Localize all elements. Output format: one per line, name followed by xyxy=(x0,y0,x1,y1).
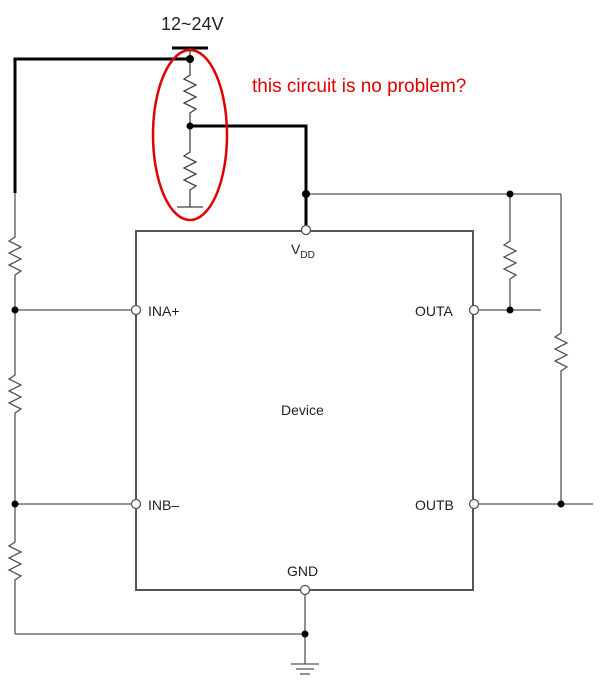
resistor-pullup-b xyxy=(553,326,569,378)
supply-wire-left xyxy=(13,57,190,193)
divider-to-vdd-wire xyxy=(190,124,308,194)
left-divider xyxy=(7,193,305,635)
junction-ina xyxy=(11,306,19,314)
junction-vdd xyxy=(302,190,310,198)
junction-inb xyxy=(11,500,19,508)
supply-voltage-label: 12~24V xyxy=(161,14,224,34)
pin-outa xyxy=(468,304,480,316)
resistor-top xyxy=(182,70,198,126)
outa-pin-label: OUTA xyxy=(415,303,454,319)
junction-outb xyxy=(557,500,565,508)
resistor-pullup-a xyxy=(502,234,518,286)
highlight-ellipse xyxy=(151,48,229,222)
resistor-r2 xyxy=(7,368,23,420)
pin-gnd xyxy=(299,584,311,596)
pin-outb xyxy=(468,498,480,510)
junction-divider-mid xyxy=(186,122,194,130)
junction-dots xyxy=(11,55,565,638)
outb-pin-label: OUTB xyxy=(415,497,454,513)
resistor-r1 xyxy=(7,230,23,282)
pullup-network xyxy=(291,193,593,675)
device-name-label: Device xyxy=(281,402,324,418)
resistor-r3 xyxy=(7,535,23,587)
pin-circles xyxy=(130,224,480,596)
ina-pin-label: INA+ xyxy=(148,303,180,319)
pin-ina xyxy=(130,304,142,316)
resistor-bottom xyxy=(182,148,198,207)
junction-pullup-a-top xyxy=(506,190,514,198)
inb-pin-label: INB– xyxy=(148,497,179,513)
junction-outa xyxy=(506,306,514,314)
gnd-pin-label: GND xyxy=(287,563,318,579)
annotation-text: this circuit is no problem? xyxy=(252,76,466,97)
pin-vdd xyxy=(300,224,312,236)
vdd-pin-label: VDD xyxy=(291,241,315,261)
junction-gnd xyxy=(301,630,309,638)
junction-supply xyxy=(186,55,194,63)
pin-inb xyxy=(130,498,142,510)
